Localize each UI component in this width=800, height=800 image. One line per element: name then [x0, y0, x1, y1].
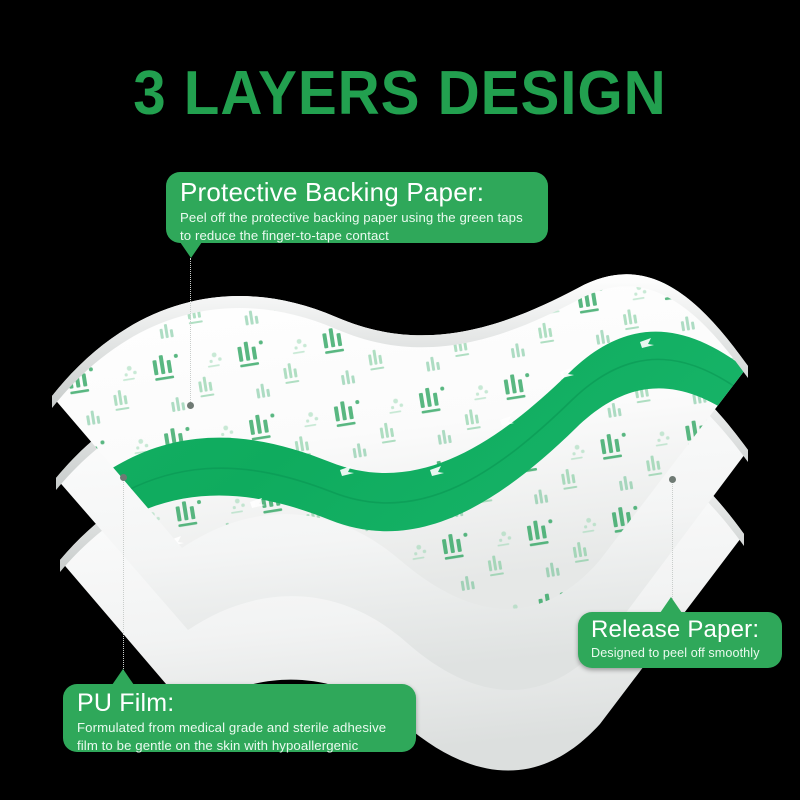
callout-body-release-paper: Designed to peel off smoothly	[591, 645, 769, 662]
callout-protective-backing-paper: Protective Backing Paper: Peel off the p…	[166, 172, 548, 258]
leader-line-backing-paper	[190, 258, 191, 406]
leader-dot-release-paper	[669, 476, 676, 483]
callout-body-pu-film: Formulated from medical grade and steril…	[77, 719, 402, 755]
callout-title-backing-paper: Protective Backing Paper:	[180, 177, 485, 207]
leader-dot-backing-paper	[187, 402, 194, 409]
callout-body-line-2: to reduce the finger-to-tape contact	[180, 228, 389, 244]
callout-tail-pu-film	[112, 669, 134, 685]
callout-title-release-paper: Release Paper:	[591, 616, 760, 643]
callout-title-pu-film: PU Film:	[77, 689, 175, 717]
callout-tail-backing-paper	[180, 242, 202, 258]
green-center-stripe	[70, 331, 748, 556]
leader-line-release-paper	[672, 482, 673, 607]
callout-pu-film: PU Film: Formulated from medical grade a…	[63, 669, 416, 755]
leader-dot-pu-film	[120, 474, 127, 481]
page-title: 3 LAYERS DESIGN	[133, 59, 667, 128]
callout-tail-release-paper	[660, 597, 682, 613]
callout-body-line-2: film to be gentle on the skin with hypoa…	[77, 738, 359, 754]
callout-body-line-1: Designed to peel off smoothly	[591, 646, 760, 661]
callout-release-paper: Release Paper: Designed to peel off smoo…	[578, 597, 782, 668]
callout-body-line-1: Formulated from medical grade and steril…	[77, 720, 387, 736]
callout-body-line-1: Peel off the protective backing paper us…	[180, 210, 523, 226]
callout-body-backing-paper: Peel off the protective backing paper us…	[180, 209, 534, 245]
leader-line-pu-film	[123, 480, 124, 679]
